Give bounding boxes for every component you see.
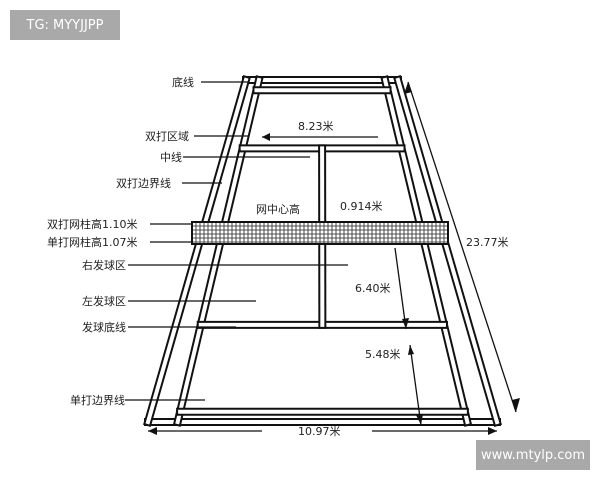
label-doubles-sideline: 双打边界线 [116, 176, 171, 190]
dim-back-depth: 5.48米 [365, 348, 401, 361]
label-center-line: 中线 [160, 150, 182, 164]
dim-service-depth: 6.40米 [355, 282, 391, 295]
court-line [145, 77, 249, 425]
label-doubles-post-height: 双打网柱高1.10米 [47, 217, 138, 231]
court-lines [143, 75, 502, 427]
net [191, 221, 449, 245]
label-singles-sideline: 单打边界线 [70, 393, 125, 407]
dim-total-length: 23.77米 [466, 236, 509, 249]
label-left-service-court: 左发球区 [82, 294, 126, 308]
dim-net-center: 0.914米 [340, 200, 383, 213]
dim-total-width: 10.97米 [298, 425, 341, 438]
label-baseline: 底线 [172, 75, 194, 89]
label-net-center-height: 网中心高 [256, 202, 300, 216]
court-line [395, 77, 500, 425]
arrowheads [148, 82, 520, 435]
label-right-service-court: 右发球区 [82, 258, 126, 272]
label-singles-post-height: 单打网柱高1.07米 [47, 235, 138, 249]
watermark-top-left: TG: MYYJJPP [10, 10, 120, 40]
label-service-line: 发球底线 [82, 320, 126, 334]
court-line [175, 77, 262, 425]
court-line [382, 77, 470, 425]
leader-lines [125, 81, 517, 432]
watermark-bottom-right: www.mtylp.com [476, 440, 590, 470]
dim-service-width: 8.23米 [298, 120, 334, 133]
label-doubles-area: 双打区域 [145, 129, 189, 143]
